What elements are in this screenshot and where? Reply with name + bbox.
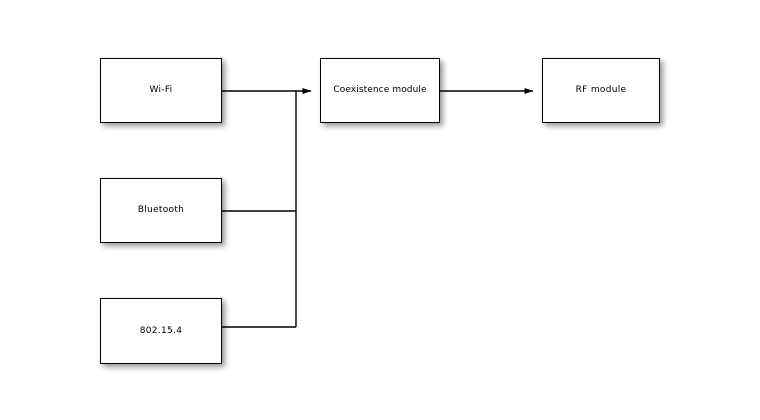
node-rf-module[interactable]: RF module [542, 58, 660, 123]
node-rf-module-label: RF module [575, 85, 627, 95]
node-bluetooth[interactable]: Bluetooth [100, 178, 222, 243]
node-bluetooth-label: Bluetooth [137, 205, 185, 215]
node-wifi-label: Wi-Fi [149, 85, 173, 95]
node-802-15-4-label: 802.15.4 [139, 325, 183, 336]
node-wifi[interactable]: Wi-Fi [100, 58, 222, 123]
node-802-15-4[interactable]: 802.15.4 [100, 298, 222, 364]
node-coexistence-module[interactable]: Coexistence module [320, 58, 440, 123]
node-coexistence-module-label: Coexistence module [333, 85, 427, 95]
